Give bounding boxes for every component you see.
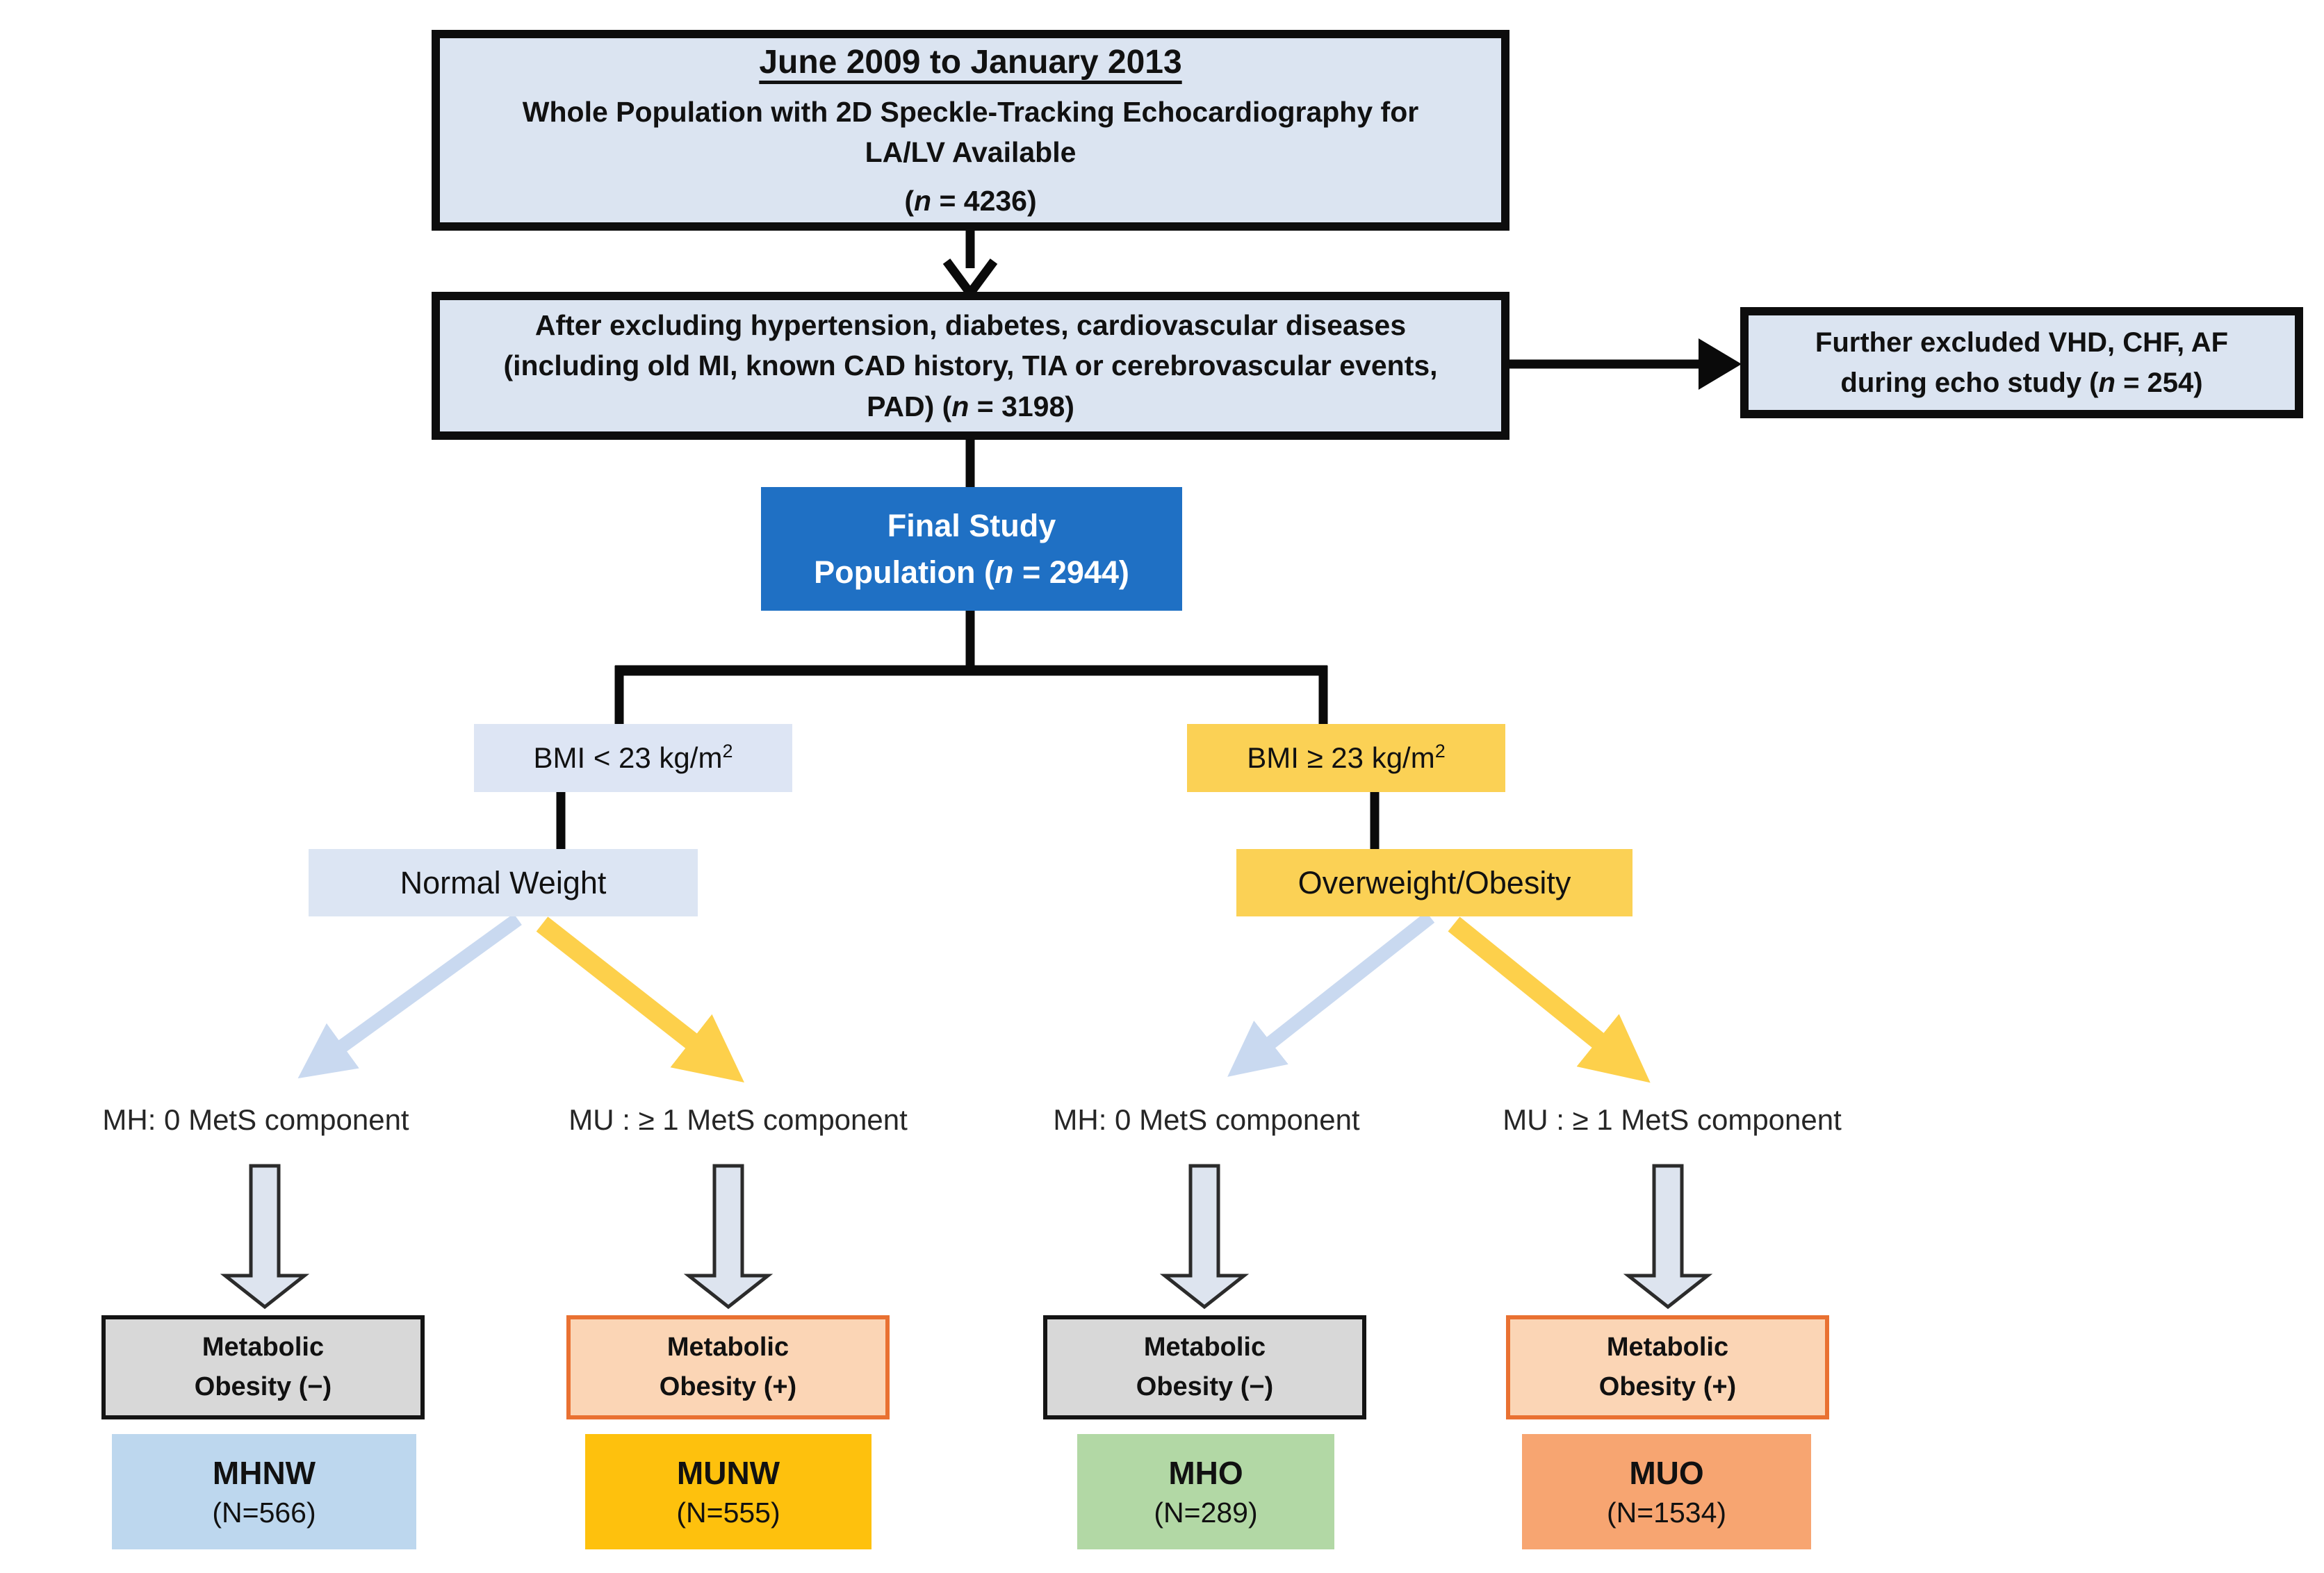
node-result-munw: MUNW (N=555) <box>585 1434 872 1549</box>
munw-count: (N=555) <box>676 1497 780 1529</box>
mhnw-count: (N=566) <box>212 1497 316 1529</box>
node-result-mho: MHO (N=289) <box>1077 1434 1334 1549</box>
bmi-low-text: BMI < 23 kg/m2 <box>533 741 733 774</box>
mo1-line1: Metabolic <box>202 1333 325 1362</box>
muo-count: (N=1534) <box>1606 1497 1727 1529</box>
node-overweight-obesity: Overweight/Obesity <box>1236 849 1632 916</box>
arrow-normal-weight-to-mu <box>536 916 744 1082</box>
label-mu-normal-weight: MU : ≥ 1 MetS component <box>568 1103 908 1136</box>
label-mh-normal-weight: MH: 0 MetS component <box>102 1103 409 1136</box>
node-whole-population: June 2009 to January 2013 Whole Populati… <box>432 30 1509 231</box>
mo3-line1: Metabolic <box>1143 1333 1266 1362</box>
munw-name: MUNW <box>676 1454 780 1491</box>
node-metabolic-obesity-positive-2: Metabolic Obesity (+) <box>1506 1315 1829 1419</box>
bmi-low-superscript: 2 <box>722 741 733 761</box>
mo2-line2: Obesity (+) <box>659 1372 797 1401</box>
node-result-muo: MUO (N=1534) <box>1522 1434 1811 1549</box>
mo4-line2: Obesity (+) <box>1598 1372 1737 1401</box>
muo-name: MUO <box>1629 1454 1704 1491</box>
block-arrow-muo <box>1623 1164 1713 1310</box>
node-normal-weight: Normal Weight <box>309 849 698 916</box>
arrow-exclusion-to-further-head <box>1699 338 1742 390</box>
bmi-high-text: BMI ≥ 23 kg/m2 <box>1247 741 1446 774</box>
whole-population-n: (n = 4236) <box>904 184 1037 217</box>
node-metabolic-obesity-positive-1: Metabolic Obesity (+) <box>566 1315 890 1419</box>
block-arrow-mho <box>1159 1164 1250 1310</box>
mo1-line2: Obesity (−) <box>194 1372 332 1401</box>
final-line2: Population (n = 2944) <box>814 554 1129 590</box>
bmi-high-superscript: 2 <box>1434 741 1446 761</box>
node-bmi-under-23: BMI < 23 kg/m2 <box>474 724 792 792</box>
mhnw-name: MHNW <box>212 1454 316 1491</box>
label-mu-overweight: MU : ≥ 1 MetS component <box>1503 1103 1842 1136</box>
node-result-mhnw: MHNW (N=566) <box>112 1434 416 1549</box>
arrow-overweight-to-mh <box>1227 912 1435 1077</box>
mho-name: MHO <box>1168 1454 1243 1491</box>
mo4-line1: Metabolic <box>1606 1333 1729 1362</box>
study-period-title: June 2009 to January 2013 <box>759 44 1182 81</box>
node-bmi-23-or-more: BMI ≥ 23 kg/m2 <box>1187 724 1505 792</box>
arrow-normal-weight-to-mh <box>297 913 522 1079</box>
mo2-line1: Metabolic <box>666 1333 789 1362</box>
final-line1: Final Study <box>887 507 1056 543</box>
block-arrow-mhnw <box>220 1164 310 1310</box>
node-metabolic-obesity-negative-1: Metabolic Obesity (−) <box>101 1315 425 1419</box>
whole-population-text: Whole Population with 2D Speckle-Trackin… <box>522 96 1419 168</box>
arrow-overweight-to-mu <box>1448 916 1651 1083</box>
label-mh-overweight: MH: 0 MetS component <box>1053 1103 1360 1136</box>
block-arrow-munw <box>683 1164 774 1310</box>
node-exclusion-criteria: After excluding hypertension, diabetes, … <box>432 292 1509 440</box>
mo3-line2: Obesity (−) <box>1136 1372 1274 1401</box>
exclusion-text: After excluding hypertension, diabetes, … <box>503 309 1438 422</box>
node-final-study-population: Final Study Population (n = 2944) <box>761 487 1182 611</box>
further-excluded-text: Further excluded VHD, CHF, AF during ech… <box>1815 327 2229 398</box>
mho-count: (N=289) <box>1154 1497 1258 1529</box>
node-metabolic-obesity-negative-2: Metabolic Obesity (−) <box>1043 1315 1366 1419</box>
node-further-excluded: Further excluded VHD, CHF, AF during ech… <box>1740 307 2303 418</box>
